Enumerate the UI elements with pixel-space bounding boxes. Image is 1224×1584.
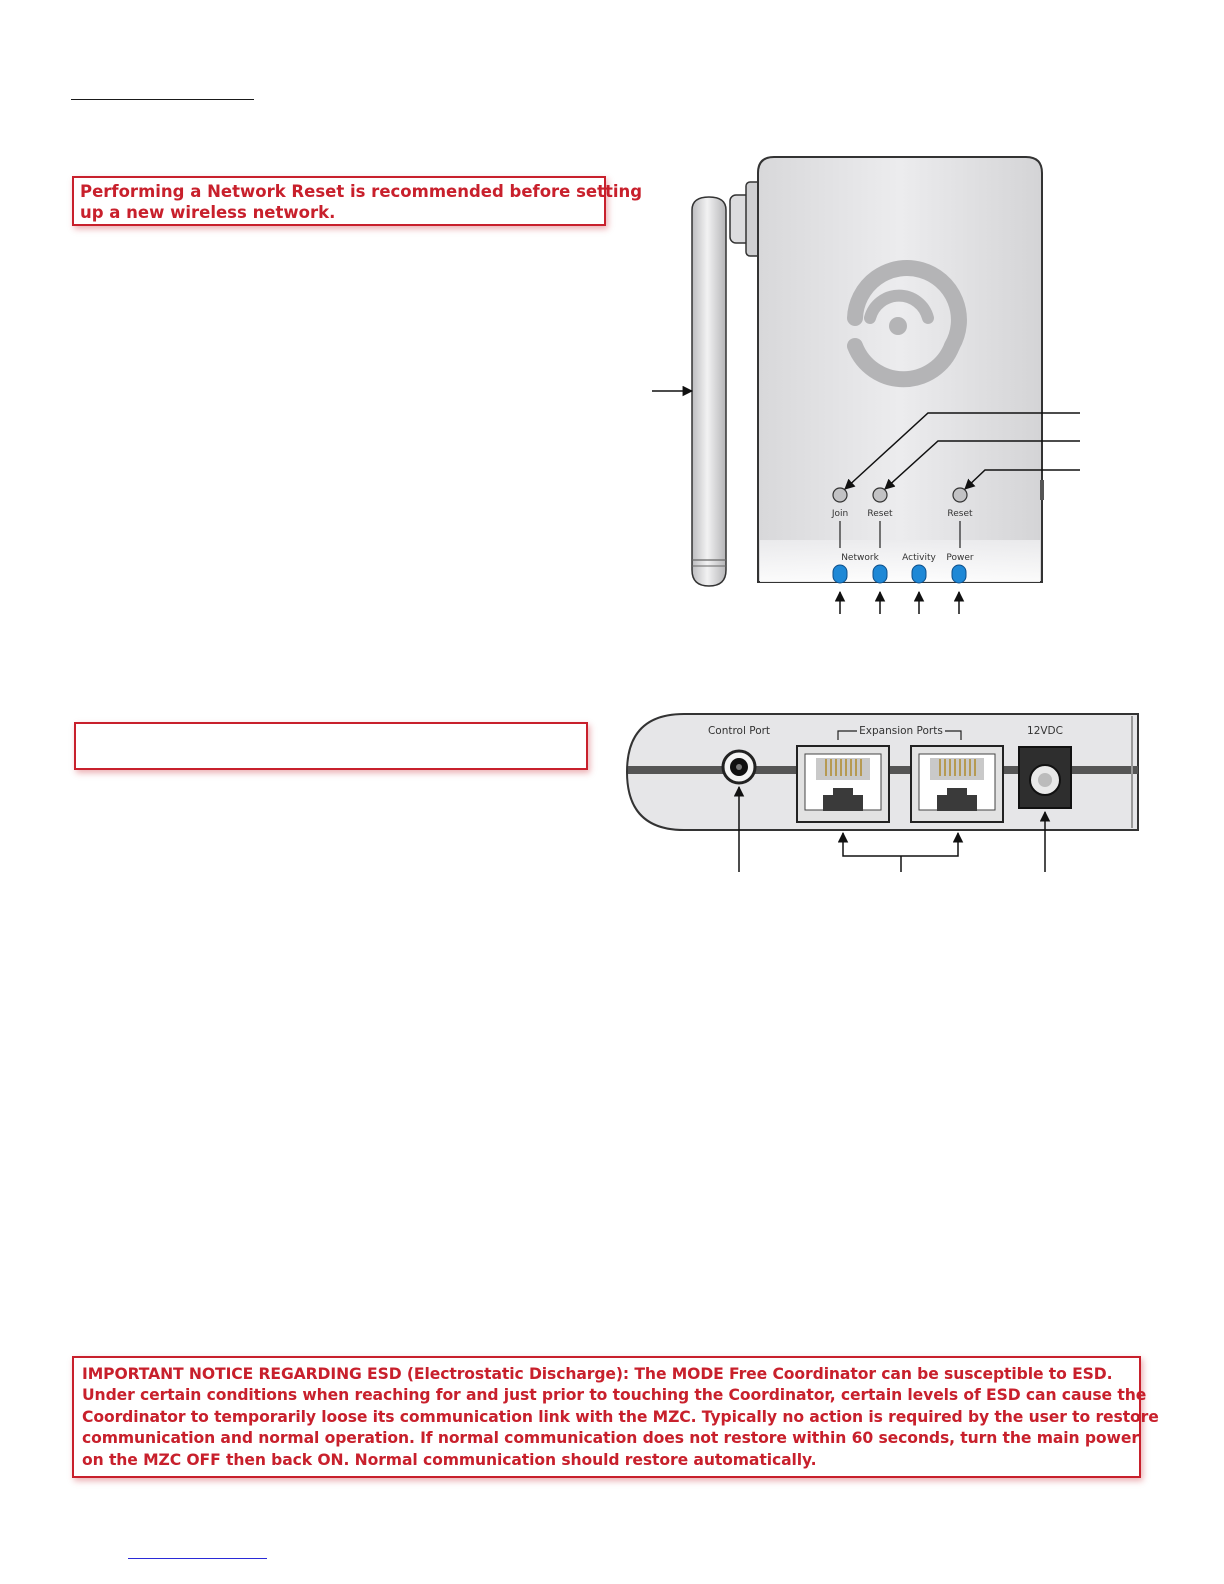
esd-line-2: Under certain conditions when reaching f… bbox=[82, 1386, 1147, 1405]
activity-label: Activity bbox=[902, 553, 936, 563]
control-port[interactable] bbox=[721, 749, 757, 785]
power-reset-button[interactable] bbox=[952, 487, 968, 503]
esd-line-1: IMPORTANT NOTICE REGARDING ESD (Electros… bbox=[82, 1365, 1113, 1383]
activity-led bbox=[911, 564, 927, 584]
power-reset-label: Reset bbox=[947, 509, 973, 519]
esd-notice: IMPORTANT NOTICE REGARDING ESD (Electros… bbox=[72, 1356, 1159, 1478]
device-body bbox=[757, 156, 1044, 583]
power-label: Power bbox=[946, 553, 974, 563]
empty-callout bbox=[74, 722, 588, 770]
expansion-bracket bbox=[837, 730, 962, 740]
join-label: Join bbox=[831, 509, 848, 519]
power-jack[interactable] bbox=[1018, 746, 1072, 809]
coordinator-front-illustration: Join Reset Reset Network Activity Power bbox=[652, 156, 1080, 614]
esd-line-3: Coordinator to temporarily loose its com… bbox=[82, 1407, 1159, 1426]
network-led-1 bbox=[832, 564, 848, 584]
led-pointers bbox=[834, 590, 965, 614]
power-led bbox=[951, 564, 967, 584]
button-pointers bbox=[844, 412, 1080, 490]
network-reset-button[interactable] bbox=[872, 487, 888, 503]
network-reset-callout: Performing a Network Reset is recommende… bbox=[72, 176, 643, 226]
callout-line-2: up a new wireless network. bbox=[80, 203, 336, 222]
callout-line-1: Performing a Network Reset is recommende… bbox=[80, 182, 643, 201]
header-rule bbox=[71, 99, 254, 100]
esd-line-5: on the MZC OFF then back ON. Normal comm… bbox=[82, 1450, 817, 1469]
footer-link-rule bbox=[128, 1558, 267, 1559]
control-port-label: Control Port bbox=[708, 725, 770, 737]
network-label: Network bbox=[841, 553, 879, 563]
rear-pointers bbox=[733, 785, 1051, 872]
led-indicators bbox=[832, 564, 967, 584]
esd-line-4: communication and normal operation. If n… bbox=[82, 1429, 1139, 1448]
antenna bbox=[691, 196, 727, 587]
expansion-ports-label: Expansion Ports bbox=[859, 725, 943, 737]
power-input-label: 12VDC bbox=[1027, 725, 1063, 737]
expansion-port-2[interactable] bbox=[910, 745, 1004, 823]
brand-logo-icon bbox=[847, 260, 967, 388]
join-button[interactable] bbox=[832, 487, 848, 503]
expansion-port-1[interactable] bbox=[796, 745, 890, 823]
network-reset-label: Reset bbox=[867, 509, 893, 519]
network-led-2 bbox=[872, 564, 888, 584]
coordinator-rear-illustration: Control Port Expansion Ports 12VDC bbox=[625, 713, 1139, 872]
